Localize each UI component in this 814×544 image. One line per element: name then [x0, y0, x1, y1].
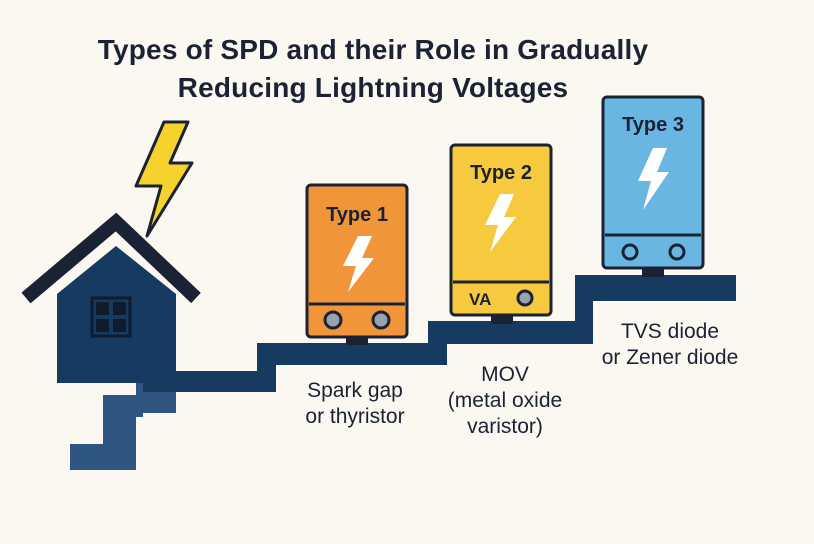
spd-type-3-description-line: or Zener diode [601, 346, 739, 369]
spd-type-2-indicator [516, 289, 534, 307]
title-line-1: Types of SPD and their Role in Gradually [97, 34, 649, 65]
spd-type-1: Type 1 [305, 183, 409, 345]
lightning-bolt-icon [134, 120, 194, 238]
house-icon [21, 212, 201, 383]
spd-type-1-indicator-right [371, 310, 391, 330]
spd-type-2-description-line: MOV [481, 363, 529, 386]
spd-type-3-description-line: TVS diode [620, 320, 720, 343]
spd-type-3-label: Type 3 [622, 114, 684, 136]
spd-type-1-description: Spark gap or thyristor [285, 378, 425, 430]
spd-type-1-indicator-left [323, 310, 343, 330]
spd-type-2-footer-text: VA [469, 290, 491, 309]
spd-type-2-bolt-icon [485, 194, 516, 252]
spd-type-3-description: TVS diode or Zener diode [585, 319, 755, 371]
spd-type-2-description-line: (metal oxide [447, 389, 563, 412]
spd-type-2-description: MOV (metal oxide varistor) [430, 362, 580, 440]
spd-type-2: Type 2 VA [449, 143, 553, 324]
spd-type-3: Type 3 [601, 95, 705, 277]
power-line-staircase [143, 275, 736, 392]
spd-type-2-description-line: varistor) [467, 415, 543, 438]
window-icon [90, 296, 132, 338]
spd-type-3-bolt-icon [638, 148, 669, 210]
spd-type-1-label: Type 1 [326, 204, 388, 226]
spd-type-3-indicator-left [621, 243, 639, 261]
spd-type-1-bolt-icon [343, 236, 374, 292]
spd-type-2-label: Type 2 [470, 162, 532, 184]
spd-type-1-description-line: Spark gap [307, 379, 403, 402]
spd-type-3-indicator-right [668, 243, 686, 261]
spd-type-1-description-line: or thyristor [305, 405, 405, 428]
title-line-2: Reducing Lightning Voltages [177, 72, 569, 103]
